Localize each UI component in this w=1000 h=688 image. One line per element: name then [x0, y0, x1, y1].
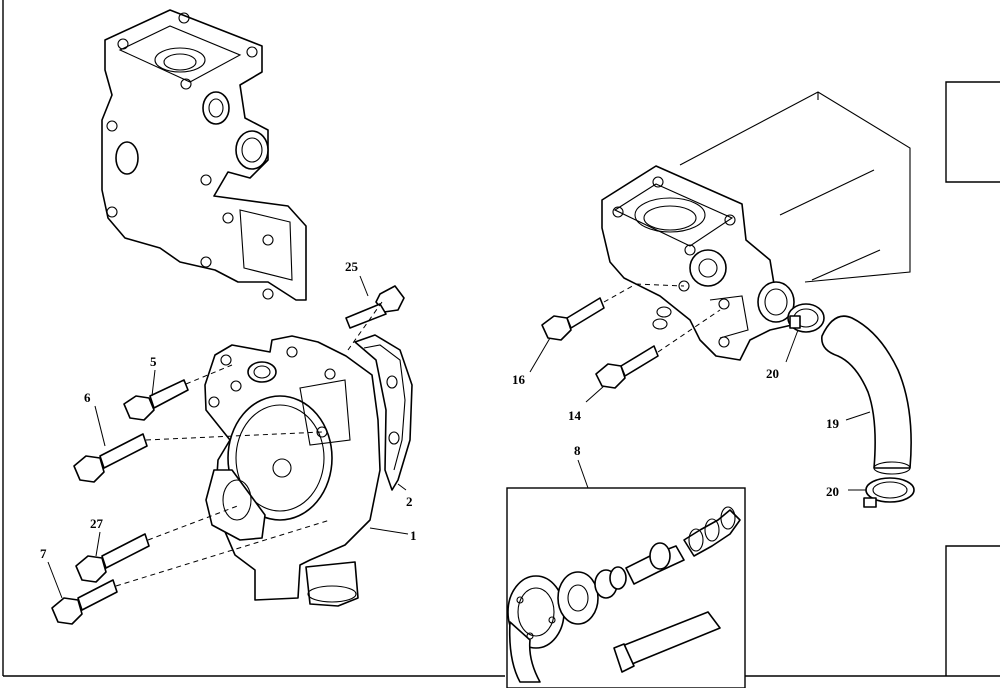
thermostat-housing-left	[101, 9, 307, 301]
callout-8: 8	[574, 443, 581, 458]
water-pump-body	[204, 335, 381, 607]
washers-and-assembly-lines-right	[603, 283, 721, 353]
leader-lines	[47, 275, 871, 599]
callout-27: 27	[90, 516, 104, 531]
bolt-16	[541, 297, 605, 341]
bolt-27	[75, 533, 150, 583]
callout-19: 19	[826, 416, 840, 431]
bolt-7	[51, 579, 118, 625]
bolt-25	[345, 285, 405, 329]
bolt-14	[595, 345, 659, 389]
callout-25: 25	[345, 259, 359, 274]
callout-14: 14	[568, 408, 582, 423]
callout-20-lower: 20	[826, 484, 839, 499]
thermostat-housing-right	[601, 165, 795, 361]
callout-16: 16	[512, 372, 526, 387]
bolt-5	[123, 379, 189, 421]
hose-clamp-upper	[787, 303, 825, 333]
assembly-lines-left	[115, 301, 383, 587]
bolt-6	[73, 433, 148, 483]
callout-6: 6	[84, 390, 91, 405]
callout-1: 1	[410, 528, 417, 543]
callout-20-upper: 20	[766, 366, 779, 381]
callout-7: 7	[40, 546, 47, 561]
engine-block-outline	[679, 91, 911, 283]
callout-5: 5	[150, 354, 157, 369]
coolant-hose	[821, 315, 912, 475]
pump-gasket	[354, 334, 413, 491]
repair-kit-inset	[506, 487, 746, 688]
hose-clamp-lower	[863, 477, 915, 508]
callout-2: 2	[406, 494, 413, 509]
